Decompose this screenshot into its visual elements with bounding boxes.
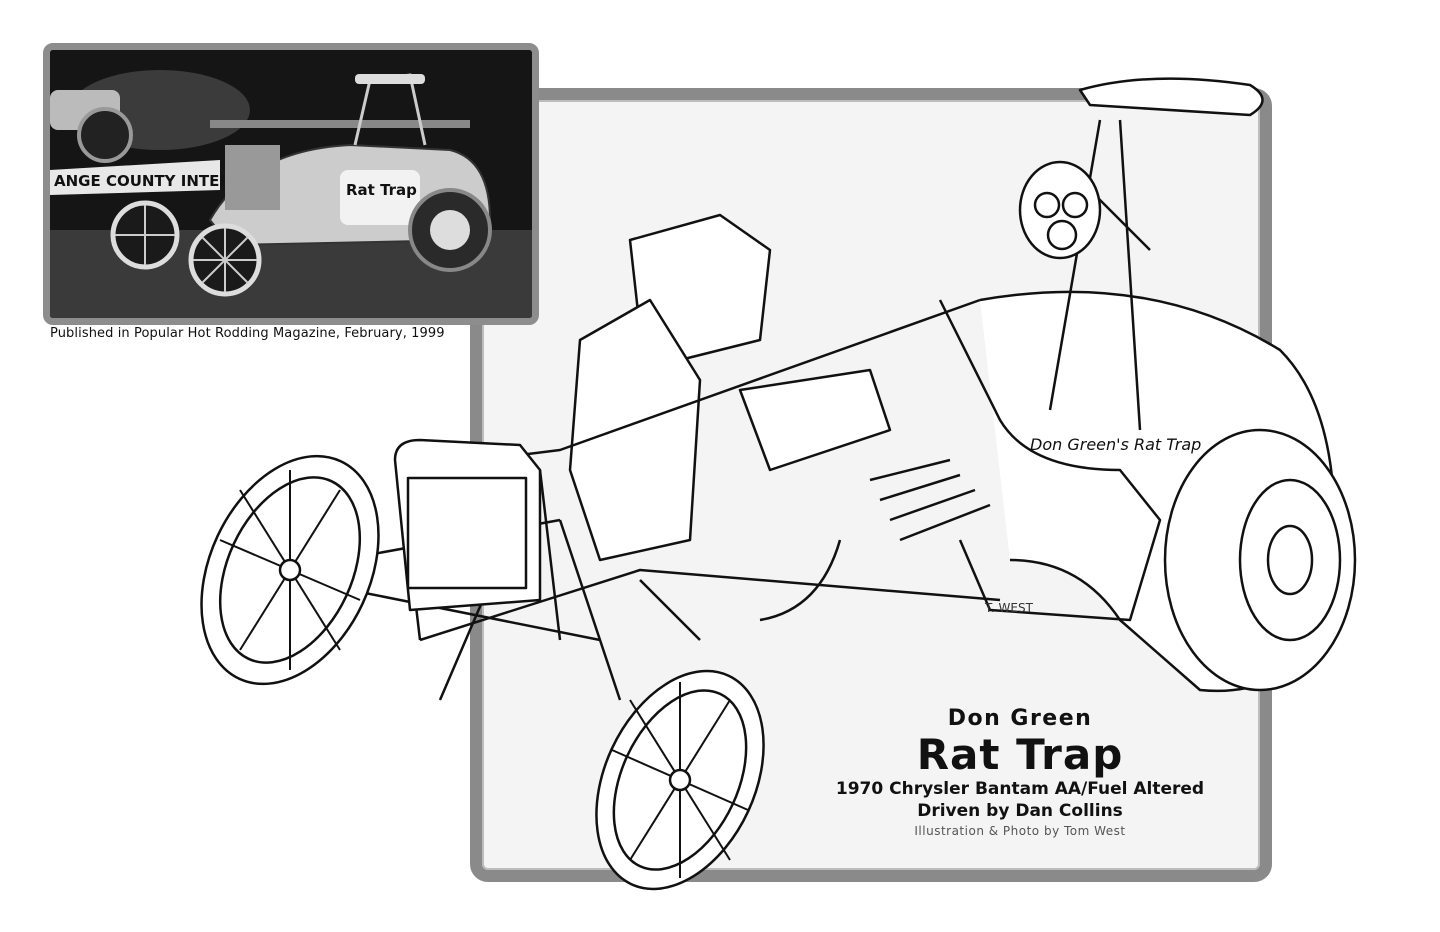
photo-caption: Published in Popular Hot Rodding Magazin…: [50, 326, 445, 341]
body-lettering: Don Green's Rat Trap: [1030, 435, 1201, 454]
race-photo: ANGE COUNTY INTERNAT Rat Trap: [43, 43, 539, 325]
car-lettering: Rat Trap: [346, 181, 417, 199]
driver-credit: Driven by Dan Collins: [917, 801, 1123, 821]
car-description: 1970 Chrysler Bantam AA/Fuel Altered: [835, 779, 1205, 799]
banner-text: ANGE COUNTY INTERNAT: [54, 172, 265, 190]
artist-signature: T. WEST: [984, 601, 1034, 615]
title-block: Don Green Rat Trap 1970 Chrysler Bantam …: [790, 706, 1250, 840]
race-photo-image: ANGE COUNTY INTERNAT Rat Trap: [50, 50, 532, 318]
artist-credit: Illustration & Photo by Tom West: [914, 824, 1126, 838]
car-name: Rat Trap: [916, 730, 1124, 779]
owner-name: Don Green: [947, 706, 1093, 731]
